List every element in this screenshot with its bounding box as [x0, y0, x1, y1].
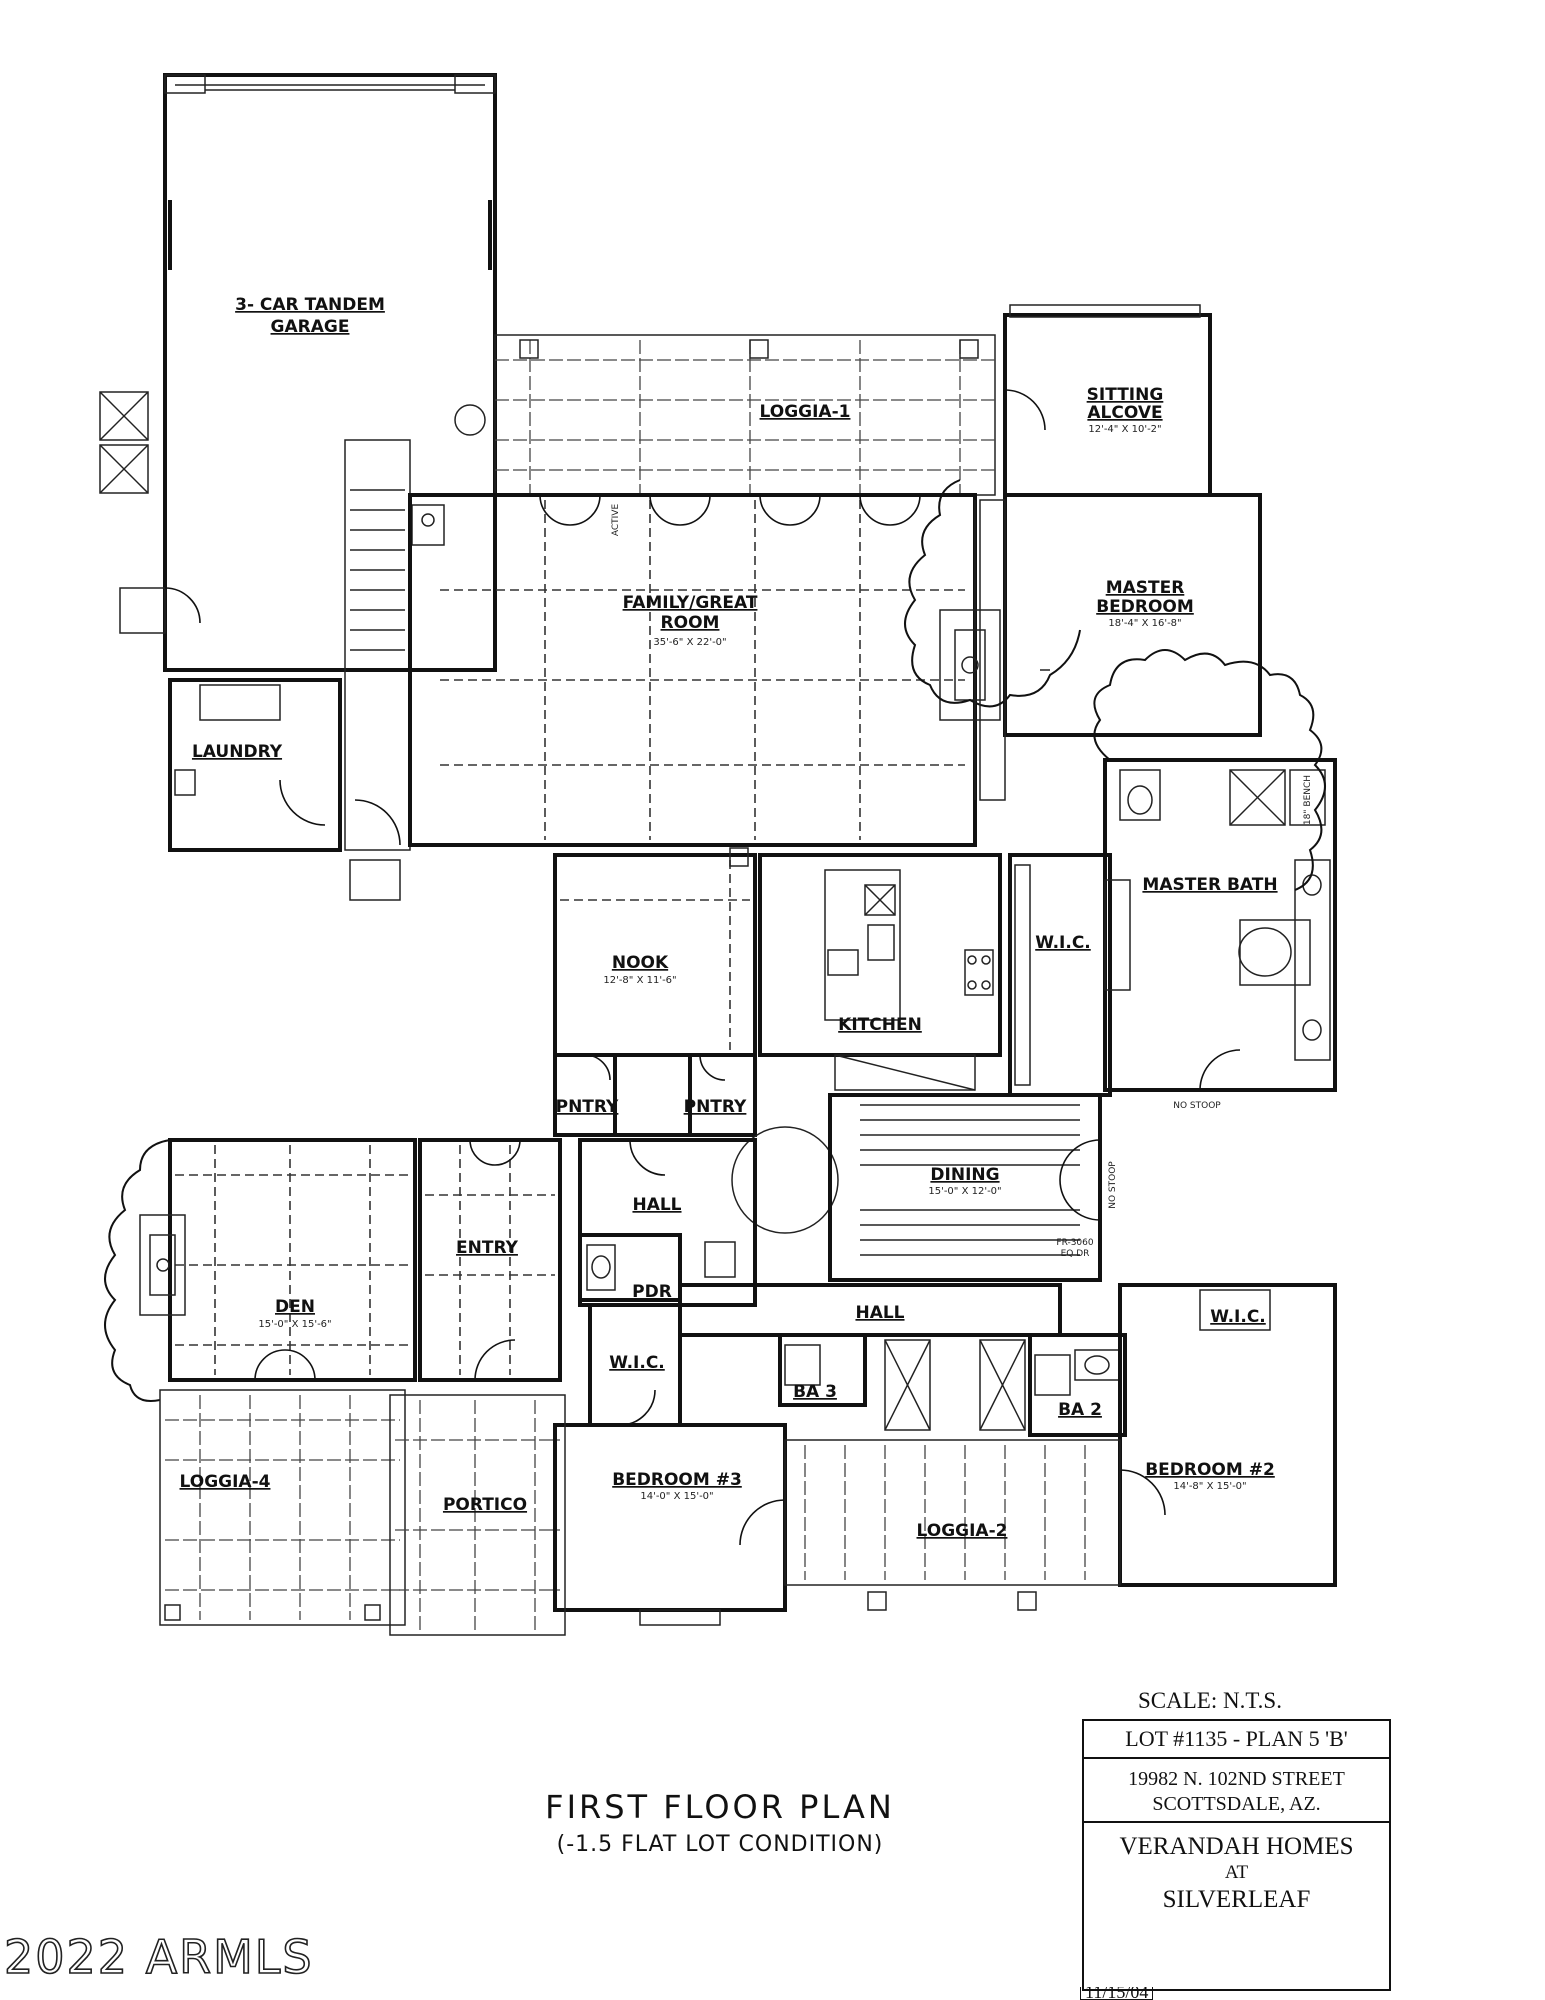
- label-nook-dim: 12'-8" X 11'-6": [603, 975, 676, 986]
- builder-line-1: VERANDAH HOMES: [1119, 1833, 1354, 1860]
- label-dining-dim: 15'-0" X 12'-0": [928, 1186, 1001, 1197]
- label-family-2: ROOM: [661, 613, 720, 633]
- label-den: DEN: [275, 1297, 315, 1317]
- plan-title: FIRST FLOOR PLAN: [545, 1788, 895, 1826]
- master-bath-walls: [1103, 758, 1337, 1092]
- address-block: 19982 N. 102ND STREET SCOTTSDALE, AZ.: [1084, 1759, 1389, 1823]
- annotation-bench: 18" BENCH: [1303, 775, 1313, 825]
- annotation-fr-door: FR-3060: [1056, 1238, 1093, 1248]
- label-portico: PORTICO: [443, 1495, 527, 1515]
- label-ba3: BA 3: [793, 1382, 837, 1402]
- label-den-dim: 15'-0" X 15'-6": [258, 1319, 331, 1330]
- label-loggia-1: LOGGIA-1: [760, 402, 851, 422]
- label-kitchen: KITCHEN: [838, 1015, 922, 1035]
- annotation-no-stoop-2: NO STOOP: [1108, 1161, 1118, 1209]
- builder-line-3: SILVERLEAF: [1162, 1886, 1311, 1913]
- master-bedroom-walls: [974, 493, 1262, 801]
- portico: [389, 1394, 566, 1636]
- label-garage-2: GARAGE: [271, 317, 350, 337]
- label-laundry: LAUNDRY: [192, 742, 283, 762]
- den-walls: [139, 1138, 417, 1382]
- address-line-2: SCOTTSDALE, AZ.: [1152, 1793, 1321, 1815]
- address-line-1: 19982 N. 102ND STREET: [1128, 1768, 1345, 1790]
- label-wic-master: W.I.C.: [1035, 933, 1091, 953]
- title-block: LOT #1135 - PLAN 5 'B' 19982 N. 102ND ST…: [1082, 1719, 1391, 1991]
- builder-line-2: AT: [1224, 1862, 1249, 1883]
- label-pdr: PDR: [632, 1282, 672, 1302]
- label-bedroom-2-dim: 14'-8" X 15'-0": [1173, 1481, 1246, 1492]
- label-loggia-4: LOGGIA-4: [180, 1472, 271, 1492]
- lot-plan-label: LOT #1135 - PLAN 5 'B': [1084, 1721, 1389, 1759]
- label-master: MASTER: [1106, 578, 1185, 598]
- shrub-outline-bath: [1093, 649, 1326, 891]
- entry-walls: [418, 1138, 562, 1382]
- label-family: FAMILY/GREAT: [623, 593, 758, 613]
- label-bedroom-3-dim: 14'-0" X 15'-0": [640, 1491, 713, 1502]
- label-master-dim: 18'-4" X 16'-8": [1108, 618, 1181, 629]
- label-garage: 3- CAR TANDEM: [235, 295, 385, 315]
- label-master-bath: MASTER BATH: [1142, 875, 1277, 895]
- label-pntry-2: PNTRY: [684, 1097, 747, 1117]
- copyright-watermark: 2022 ARMLS: [3, 1929, 314, 1985]
- pantry-walls: [553, 1053, 839, 1307]
- family-room-walls: [408, 493, 1001, 847]
- plan-date: 11/15/04: [1080, 1987, 1154, 2000]
- bedroom-2-walls: [1118, 1283, 1337, 1587]
- loggia-2: [784, 1439, 1121, 1611]
- label-nook: NOOK: [612, 953, 669, 973]
- hall-ba2-walls: [678, 1283, 1127, 1437]
- label-pntry-1: PNTRY: [556, 1097, 619, 1117]
- shrub-outline-den: [104, 1139, 171, 1402]
- kitchen-walls: [758, 853, 1002, 1091]
- label-hall-1: HALL: [632, 1195, 681, 1215]
- label-hall-2: HALL: [855, 1303, 904, 1323]
- garage-walls: [99, 73, 497, 672]
- master-wic-walls: [1008, 853, 1131, 1097]
- label-wic-bed3: W.I.C.: [609, 1353, 665, 1373]
- bedroom-3-walls: [553, 1423, 787, 1626]
- annotation-eq-dr: EQ DR: [1061, 1249, 1090, 1259]
- loggia-4: [159, 1389, 406, 1626]
- label-entry: ENTRY: [456, 1238, 519, 1258]
- dining-walls: [828, 1093, 1102, 1282]
- plan-subtitle: (-1.5 FLAT LOT CONDITION): [556, 1832, 884, 1857]
- label-ba2: BA 2: [1058, 1400, 1102, 1420]
- label-loggia-2: LOGGIA-2: [917, 1521, 1008, 1541]
- label-wic-bed2: W.I.C.: [1210, 1307, 1266, 1327]
- label-bedroom-2: BEDROOM #2: [1145, 1460, 1275, 1480]
- label-sitting-2: ALCOVE: [1087, 403, 1162, 423]
- scale-note: SCALE: N.T.S.: [1138, 1688, 1282, 1713]
- label-sitting: SITTING: [1087, 385, 1164, 405]
- annotation-no-stoop-1: NO STOOP: [1173, 1101, 1221, 1111]
- loggia-1: [494, 334, 996, 496]
- label-dining: DINING: [930, 1165, 999, 1185]
- shrub-outline-east: [904, 479, 1081, 708]
- annotation-active: ACTIVE: [611, 504, 621, 537]
- label-sitting-dim: 12'-4" X 10'-2": [1088, 424, 1161, 435]
- builder-block: VERANDAH HOMES AT SILVERLEAF: [1084, 1825, 1389, 1915]
- label-bedroom-3: BEDROOM #3: [612, 1470, 742, 1490]
- label-family-dim: 35'-6" X 22'-0": [653, 637, 726, 648]
- label-master-2: BEDROOM: [1096, 597, 1194, 617]
